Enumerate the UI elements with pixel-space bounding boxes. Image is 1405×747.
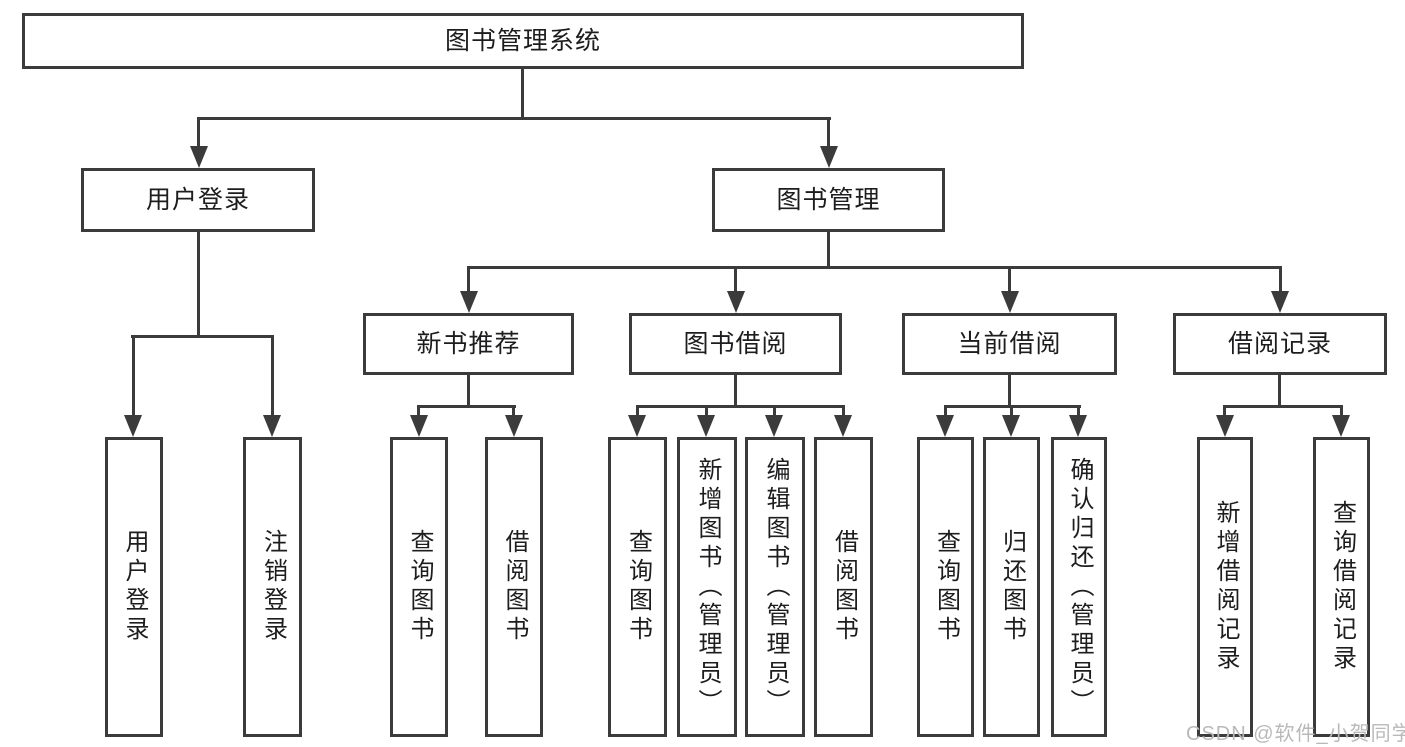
arrowhead-down xyxy=(505,415,523,437)
connector-line xyxy=(467,375,470,408)
node-logout: 注销登录 xyxy=(243,437,302,737)
arrowhead-down xyxy=(628,415,646,437)
connector-line xyxy=(417,405,420,419)
node-library-system: 图书管理系统 xyxy=(22,13,1024,69)
node-records-add-borrow-record: 新增借阅记录 xyxy=(1197,437,1253,737)
arrowhead-down xyxy=(727,291,745,313)
arrowhead-down xyxy=(1216,415,1234,437)
connector-line xyxy=(827,232,830,269)
connector-line xyxy=(944,405,947,419)
arrowhead-down xyxy=(765,415,783,437)
node-new-book-recommend: 新书推荐 xyxy=(363,313,574,375)
arrowhead-down xyxy=(1001,291,1019,313)
arrowhead-down xyxy=(263,415,281,437)
node-book-borrowing: 图书借阅 xyxy=(629,313,842,375)
connector-line xyxy=(842,405,845,419)
connector-line xyxy=(636,405,845,408)
connector-line xyxy=(521,69,524,119)
connector-line xyxy=(1279,266,1282,294)
connector-line xyxy=(467,266,1282,269)
connector-line xyxy=(512,405,515,419)
arrowhead-down xyxy=(460,291,478,313)
connector-line xyxy=(197,117,200,148)
node-current-return-books: 归还图书 xyxy=(983,437,1040,737)
connector-line xyxy=(1223,405,1343,408)
arrowhead-down xyxy=(1271,291,1289,313)
arrowhead-down xyxy=(1002,415,1020,437)
connector-line xyxy=(636,405,639,419)
connector-line xyxy=(271,335,274,420)
node-current-query-books: 查询图书 xyxy=(917,437,974,737)
node-newbook-query-books: 查询图书 xyxy=(390,437,448,737)
connector-line xyxy=(467,266,470,294)
node-user-login-leaf: 用户登录 xyxy=(105,437,163,737)
arrowhead-down xyxy=(190,146,208,168)
arrowhead-down xyxy=(124,415,142,437)
node-borrow-borrow-books: 借阅图书 xyxy=(814,437,873,737)
connector-line xyxy=(132,335,135,420)
csdn-watermark: CSDN @软件_小贺同学 xyxy=(1186,723,1405,745)
arrowhead-down xyxy=(1069,415,1087,437)
node-book-management: 图书管理 xyxy=(712,168,945,232)
arrowhead-down xyxy=(697,415,715,437)
connector-line xyxy=(1340,405,1343,419)
node-newbook-borrow-books: 借阅图书 xyxy=(485,437,543,737)
node-borrow-edit-books-admin: 编辑图书（管理员） xyxy=(745,437,805,737)
connector-line xyxy=(734,266,737,294)
node-current-borrowing: 当前借阅 xyxy=(902,313,1117,375)
node-records-query-borrow-record: 查询借阅记录 xyxy=(1313,437,1370,737)
connector-line xyxy=(197,117,831,120)
node-user-login: 用户登录 xyxy=(81,168,315,232)
arrowhead-down xyxy=(1332,415,1350,437)
connector-line xyxy=(1223,405,1226,419)
connector-line xyxy=(131,335,273,338)
connector-line xyxy=(1008,266,1011,294)
arrowhead-down xyxy=(410,415,428,437)
connector-line xyxy=(197,232,200,338)
node-borrow-query-books: 查询图书 xyxy=(608,437,667,737)
node-current-confirm-return: 确认归还（管理员） xyxy=(1051,437,1107,737)
connector-line xyxy=(705,405,708,419)
node-borrow-add-books-admin: 新增图书（管理员） xyxy=(677,437,737,737)
arrowhead-down xyxy=(936,415,954,437)
connector-line xyxy=(1077,405,1080,419)
connector-line xyxy=(1008,375,1011,408)
arrowhead-down xyxy=(834,415,852,437)
connector-line xyxy=(773,405,776,419)
arrowhead-down xyxy=(820,146,838,168)
node-borrowing-records: 借阅记录 xyxy=(1173,313,1387,375)
connector-line xyxy=(417,405,516,408)
connector-line xyxy=(1010,405,1013,419)
connector-line xyxy=(734,375,737,408)
connector-line xyxy=(827,117,830,148)
connector-line xyxy=(1278,375,1281,408)
